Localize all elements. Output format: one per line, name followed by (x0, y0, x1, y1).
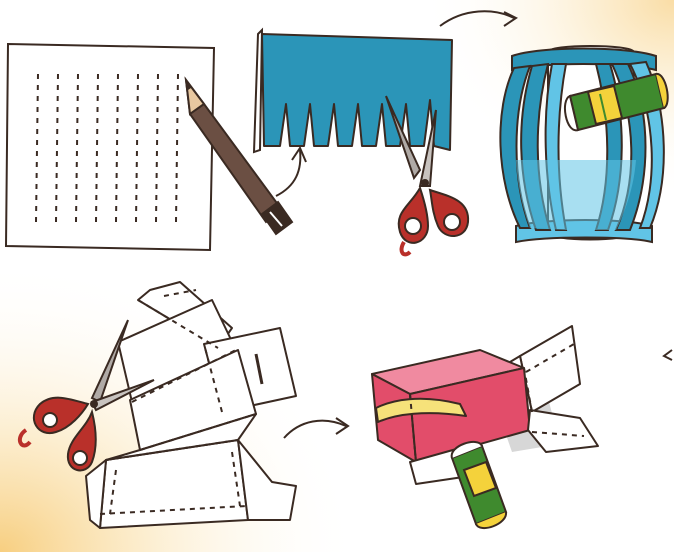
paper-sheet-with-dashed-lines (6, 44, 214, 250)
